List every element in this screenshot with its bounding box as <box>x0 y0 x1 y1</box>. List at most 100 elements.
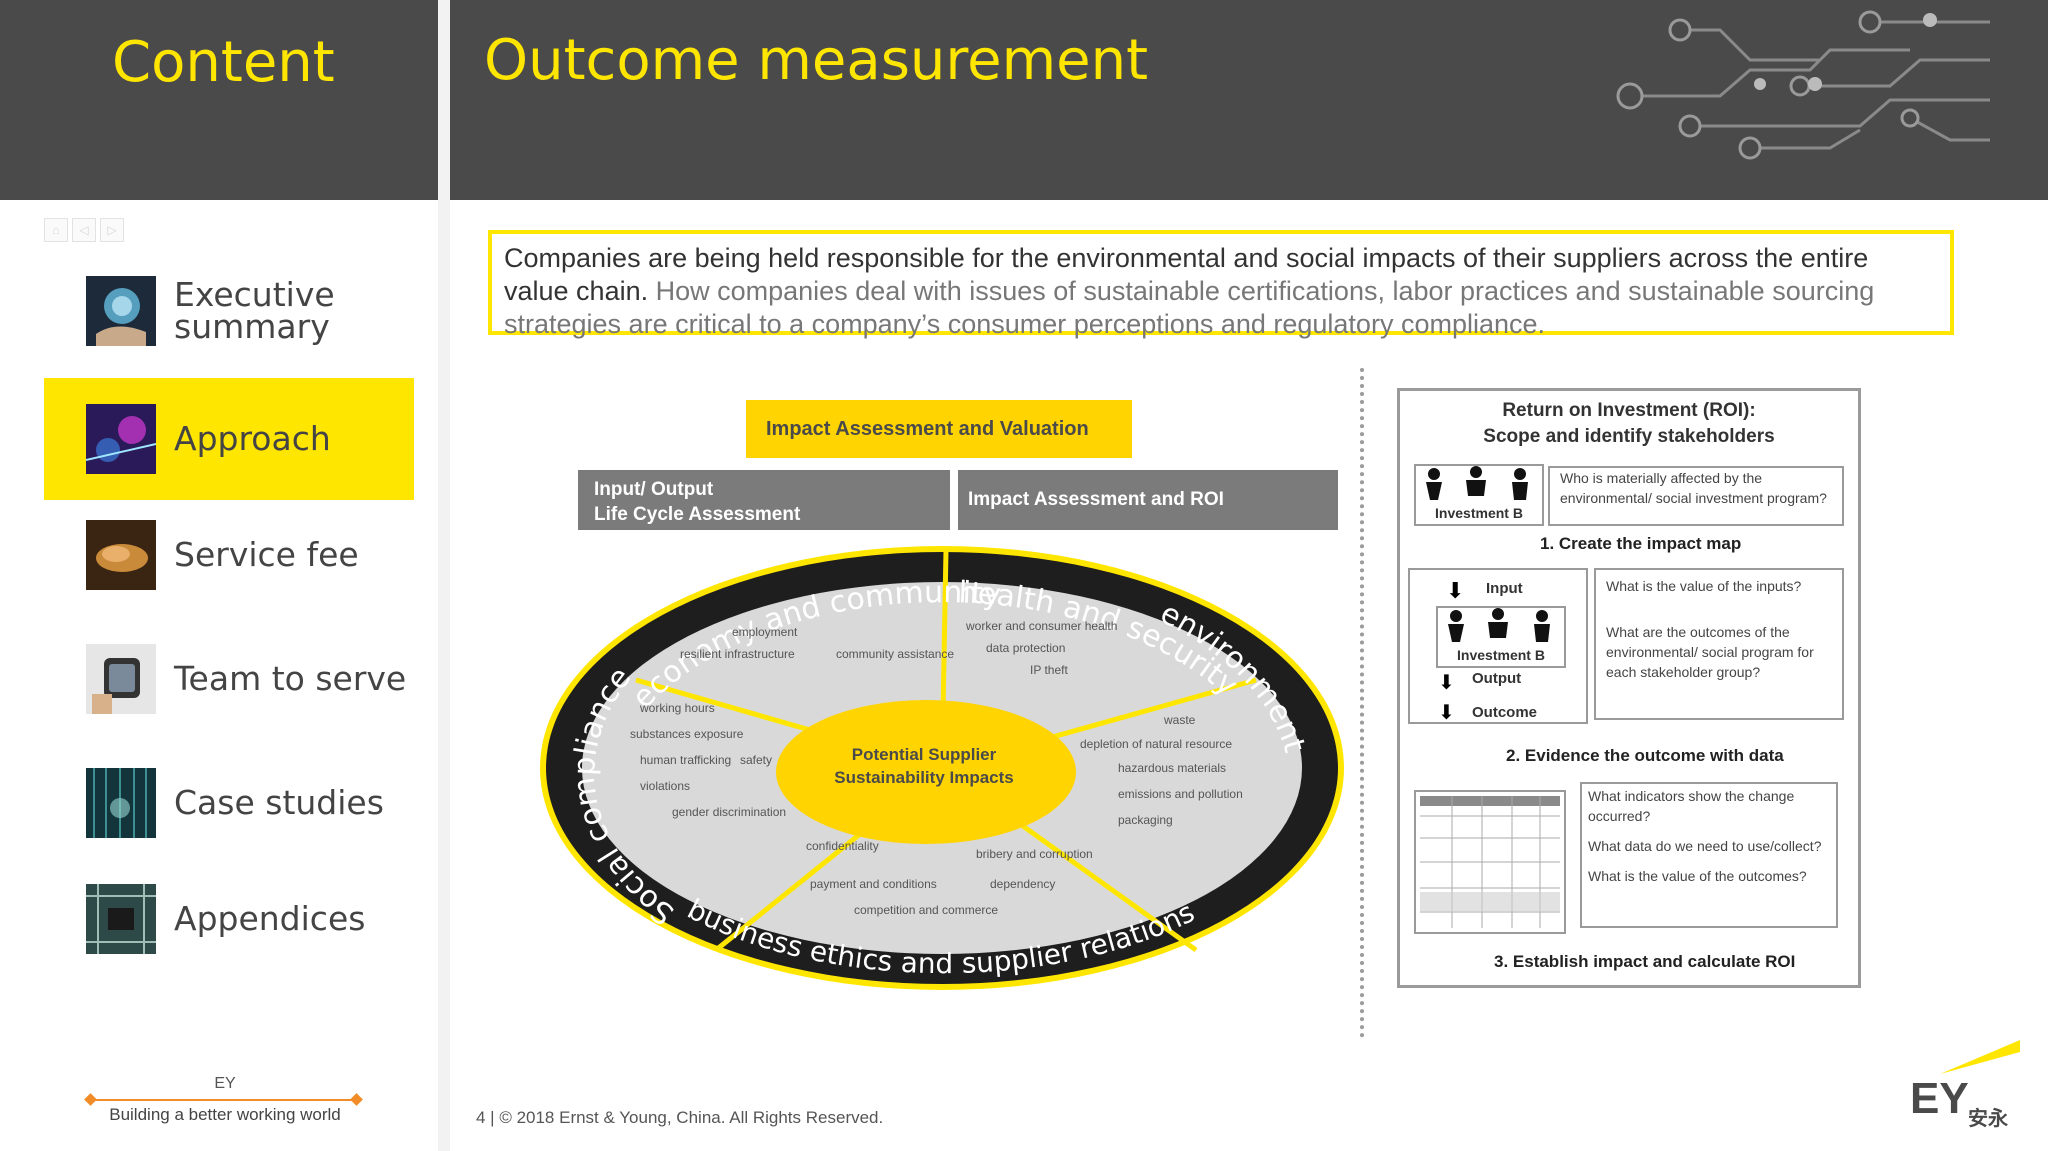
nav-item-case-studies[interactable]: Case studies <box>44 742 414 864</box>
nav-label-team-to-serve: Team to serve <box>174 659 407 698</box>
circuit-board-thumbnail <box>86 884 156 954</box>
intro-callout: Companies are being held responsible for… <box>488 230 1954 339</box>
item-bribery-corruption: bribery and corruption <box>976 847 1093 861</box>
item-employment: employment <box>732 625 798 639</box>
input-output-bar: Input/ Output Life Cycle Assessment <box>578 470 950 530</box>
input-output-line2: Life Cycle Assessment <box>594 504 801 525</box>
step-3-label: 3. Establish impact and calculate ROI <box>1494 952 1796 971</box>
step-1-label: 1. Create the impact map <box>1540 534 1742 553</box>
impact-roi-bar: Impact Assessment and ROI <box>958 470 1338 530</box>
header <box>450 0 2048 200</box>
item-payment-conditions: payment and conditions <box>810 877 937 891</box>
circuit-decoration <box>1616 10 1990 160</box>
roi-title-line2: Scope and identify stakeholders <box>1483 426 1775 447</box>
item-dependency: dependency <box>990 877 1055 891</box>
item-data-protection: data protection <box>986 641 1065 655</box>
item-confidentiality: confidentiality <box>806 839 879 853</box>
item-safety: safety <box>740 753 772 767</box>
ey-logo: EY 安永 <box>1910 1040 2020 1135</box>
item-competition-commerce: competition and commerce <box>854 903 998 917</box>
outcome-label: Outcome <box>1472 704 1538 721</box>
footer-tagline: Building a better working world <box>109 1105 341 1124</box>
investment-box: Investment B <box>1414 464 1544 526</box>
smartwatch-thumbnail <box>86 644 156 714</box>
arrow-down-icon: ⬇ <box>1438 702 1455 724</box>
neon-tech-thumbnail <box>86 404 156 474</box>
nav-item-team-to-serve[interactable]: Team to serve <box>44 618 414 740</box>
nav-label-service-fee: Service fee <box>174 535 359 574</box>
step-2-label: 2. Evidence the outcome with data <box>1506 746 1784 765</box>
ey-logo-text: EY <box>1910 1074 1969 1123</box>
stakeholders-icon <box>1426 466 1528 500</box>
nav-item-approach[interactable]: Approach <box>44 378 414 500</box>
investment-label: Investment B <box>1435 505 1523 521</box>
footer-divider <box>90 1099 356 1101</box>
copyright: 4 | © 2018 Ernst & Young, China. All Rig… <box>476 1108 884 1127</box>
input-label: Input <box>1486 580 1523 597</box>
q-data-needed: What data do we need to use/collect? <box>1588 838 1822 854</box>
item-hazardous-materials: hazardous materials <box>1118 761 1226 775</box>
nav-label-executive-summary: Executive summary <box>174 275 335 346</box>
sidebar-footer: EY Building a better working world <box>84 1075 366 1125</box>
q-indicators: What indicators show the change occurred… <box>1588 788 1795 824</box>
section-divider <box>1360 368 1364 1038</box>
item-substances-exposure: substances exposure <box>630 727 744 741</box>
impact-assessment-label: Impact Assessment and Valuation <box>746 400 1132 458</box>
item-gender-discrimination: gender discrimination <box>672 805 786 819</box>
data-questions-box: What indicators show the change occurred… <box>1580 782 1838 928</box>
item-violations: violations <box>640 779 690 793</box>
roi-title: Return on Investment (ROI): Scope and id… <box>1397 398 1861 450</box>
spreadsheet-icon <box>1420 796 1560 928</box>
item-ip-theft: IP theft <box>1030 663 1068 677</box>
item-depletion: depletion of natural resource <box>1080 737 1232 751</box>
q-outcomes: What are the outcomes of the environment… <box>1606 624 1814 680</box>
item-worker-health: worker and consumer health <box>965 619 1117 633</box>
intro-text-muted: How companies deal with issues of sustai… <box>504 276 1875 339</box>
intro-text-dark: Companies are being held responsible for… <box>504 243 1869 306</box>
prev-icon[interactable]: ◁ <box>72 218 96 242</box>
item-resilient-infrastructure: resilient infrastructure <box>680 647 795 661</box>
footer-brand: EY <box>214 1075 236 1092</box>
item-working-hours: working hours <box>639 701 715 715</box>
nav-label-case-studies: Case studies <box>174 783 384 822</box>
input-output-line1: Input/ Output <box>594 479 714 500</box>
center-label-line1: Potential Supplier <box>852 745 997 764</box>
investment-box-2: Investment B <box>1436 606 1566 668</box>
home-icon[interactable]: ⌂ <box>44 218 68 242</box>
globe-hand-thumbnail <box>86 276 156 346</box>
data-stream-thumbnail <box>86 768 156 838</box>
slide-nav-controls: ⌂ ◁ ▷ <box>44 218 124 242</box>
nav-label-approach: Approach <box>174 419 331 458</box>
item-packaging: packaging <box>1118 813 1173 827</box>
q-input-value: What is the value of the inputs? <box>1606 578 1802 594</box>
arrow-down-icon: ⬇ <box>1438 672 1455 694</box>
sidebar-header <box>0 0 438 200</box>
q-affected: Who is materially affected by the enviro… <box>1548 466 1844 526</box>
center-hub <box>776 700 1076 844</box>
next-icon[interactable]: ▷ <box>100 218 124 242</box>
item-emissions-pollution: emissions and pollution <box>1118 787 1243 801</box>
page-title: Outcome measurement <box>484 28 1149 93</box>
outcome-questions-box: What is the value of the inputs? What ar… <box>1594 568 1844 720</box>
q-outcome-value: What is the value of the outcomes? <box>1588 868 1807 884</box>
center-label-line2: Sustainability Impacts <box>834 768 1014 787</box>
roi-title-line1: Return on Investment (ROI): <box>1502 400 1756 421</box>
item-waste: waste <box>1163 713 1196 727</box>
nav-item-appendices[interactable]: Appendices <box>44 858 414 980</box>
investment-label-2: Investment B <box>1457 647 1545 663</box>
nav-item-service-fee[interactable]: Service fee <box>44 494 414 616</box>
item-human-trafficking: human trafficking <box>640 753 731 767</box>
ey-beam-icon <box>1940 1040 2020 1074</box>
arrow-down-icon: ⬇ <box>1446 578 1465 603</box>
nav-label-appendices: Appendices <box>174 899 366 938</box>
nav-item-executive-summary[interactable]: Executive summary <box>44 250 414 372</box>
stakeholders-icon <box>1448 608 1550 642</box>
handshake-thumbnail <box>86 520 156 590</box>
ey-logo-cn: 安永 <box>1968 1106 2008 1130</box>
impact-map-box: ⬇ Input Investment B ⬇ Output ⬇ Outcome <box>1408 568 1588 724</box>
output-label: Output <box>1472 670 1522 687</box>
item-community-assistance: community assistance <box>836 647 954 661</box>
supplier-impacts-diagram: Potential Supplier Sustainability Impact… <box>540 546 1344 990</box>
sidebar-title: Content <box>112 30 335 95</box>
data-table-thumbnail <box>1414 790 1566 934</box>
